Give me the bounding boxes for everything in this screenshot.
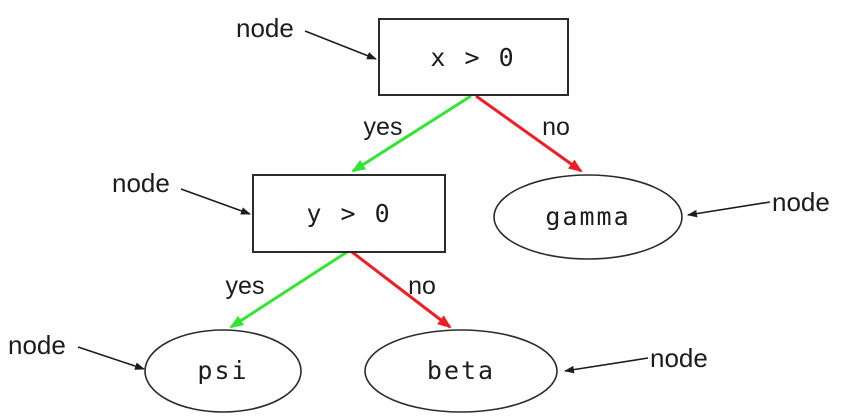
leaf-node-beta xyxy=(364,329,558,413)
annotation-node-inner: node xyxy=(112,168,170,198)
decision-node-x xyxy=(378,18,569,96)
annotation-node-gamma: node xyxy=(772,187,830,217)
annotation-arrow-gamma xyxy=(687,201,771,218)
annotation-arrow-root xyxy=(304,30,377,60)
edge-label-inner-yes: yes xyxy=(226,272,265,300)
decision-node-y-label: y > 0 xyxy=(306,199,391,228)
annotation-node-root: node xyxy=(236,13,294,43)
edge-label-root-yes: yes xyxy=(364,113,403,141)
leaf-node-beta-label: beta xyxy=(427,356,495,385)
leaf-node-psi-label: psi xyxy=(197,356,248,385)
leaf-node-gamma xyxy=(493,174,683,260)
edge-label-root-no: no xyxy=(542,113,570,141)
annotation-arrow-psi xyxy=(77,346,145,370)
leaf-node-gamma-label: gamma xyxy=(545,202,630,231)
edge-inner-yes xyxy=(229,250,348,329)
annotation-arrow-inner xyxy=(180,188,251,215)
annotation-node-beta: node xyxy=(650,343,708,373)
edge-inner-no xyxy=(351,250,452,329)
annotation-node-psi: node xyxy=(8,330,66,360)
decision-node-y xyxy=(252,174,446,253)
decision-node-x-label: x > 0 xyxy=(430,43,515,72)
annotation-arrow-beta xyxy=(564,357,649,374)
edge-root-yes xyxy=(351,94,472,173)
leaf-node-psi xyxy=(144,329,302,413)
edge-root-no xyxy=(475,94,583,173)
edge-label-inner-no: no xyxy=(408,272,436,300)
